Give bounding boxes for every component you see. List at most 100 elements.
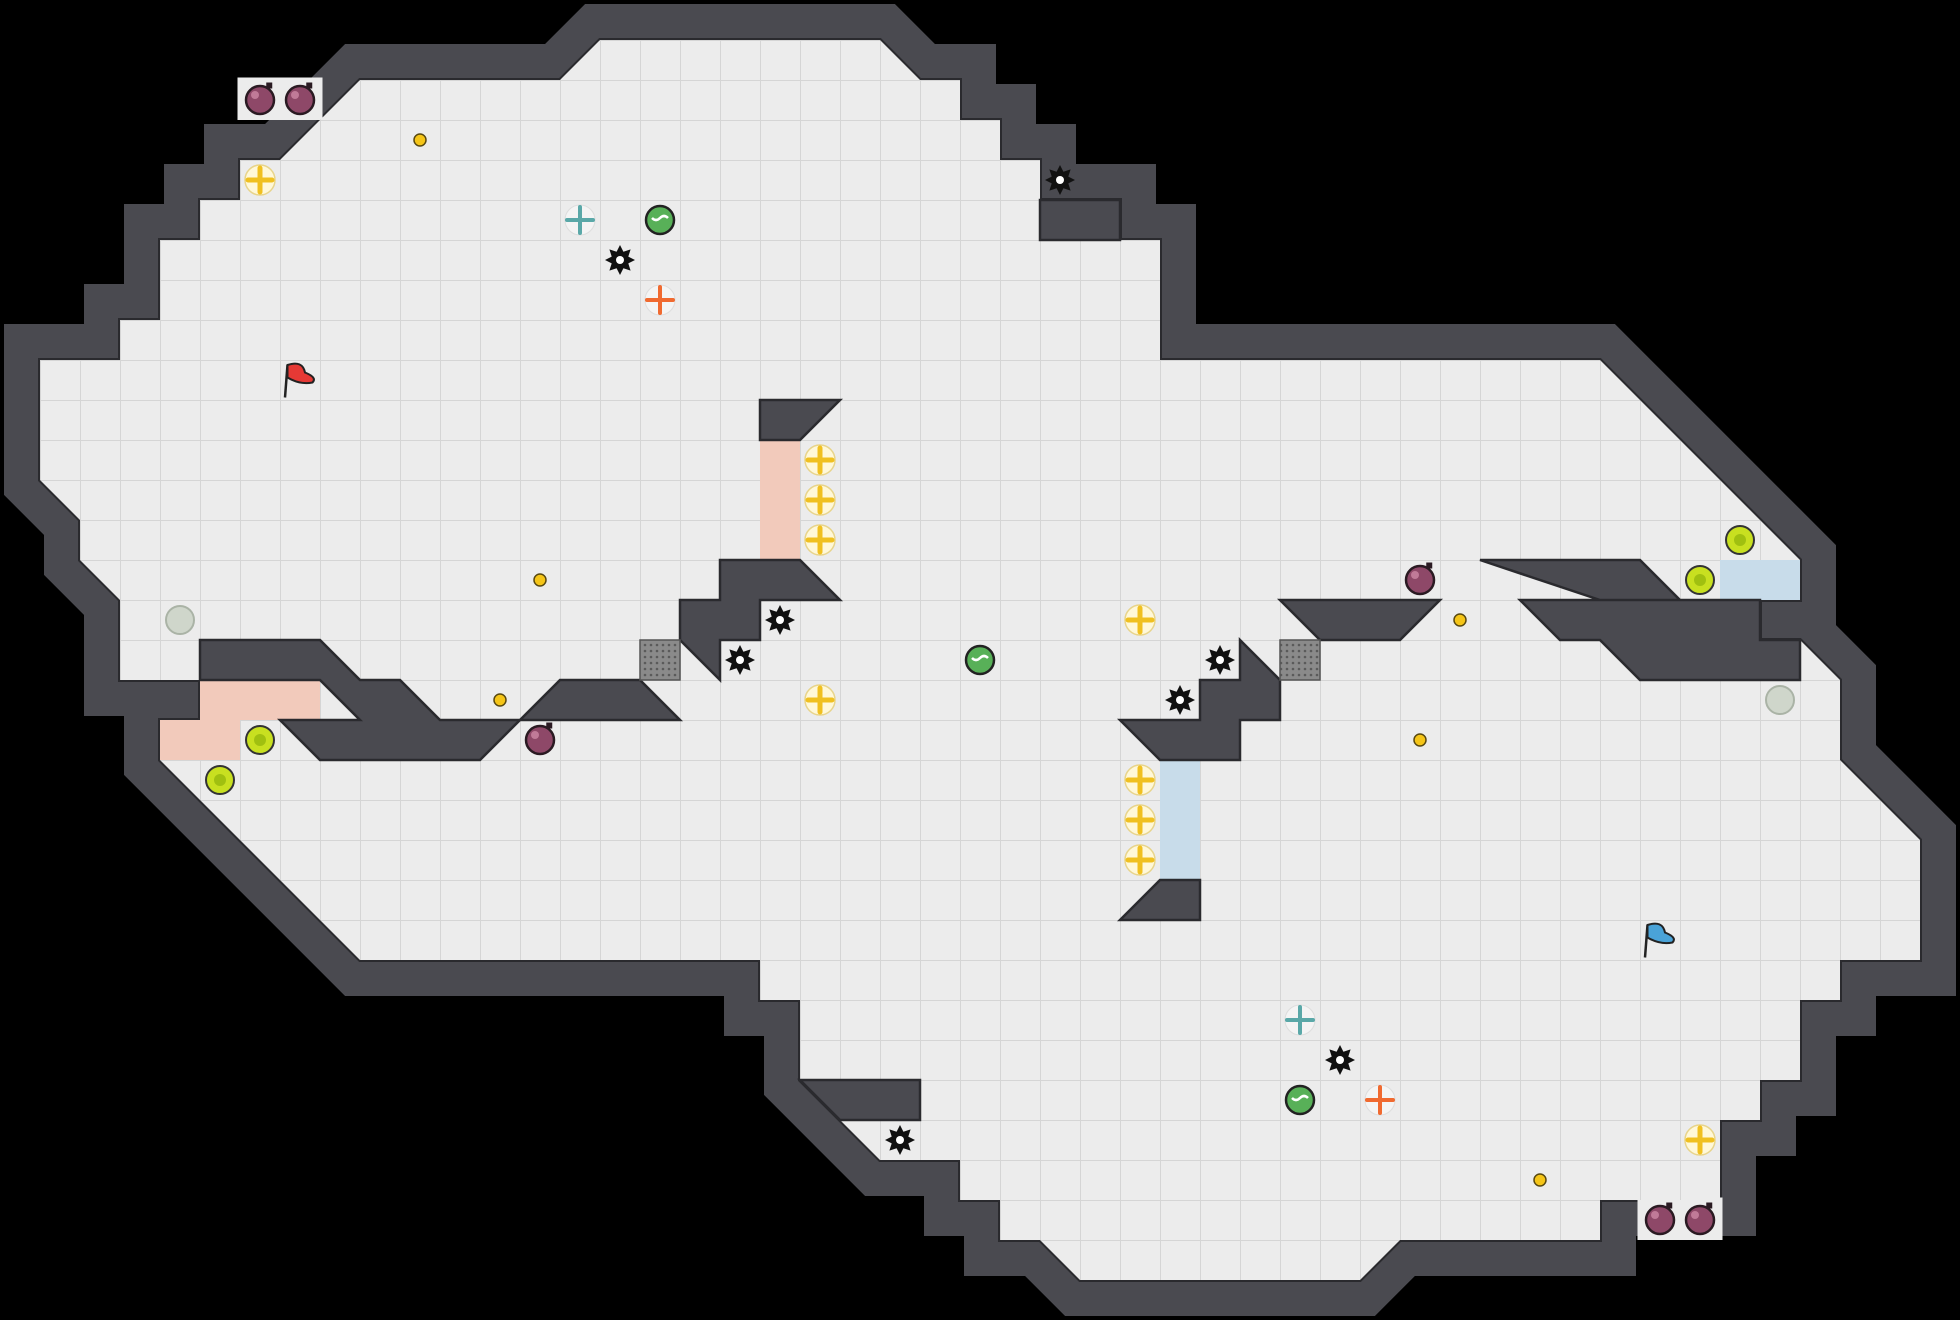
powerup-icon <box>1364 1084 1396 1116</box>
speed-cross <box>1125 605 1155 635</box>
bomb-icon <box>1404 562 1436 596</box>
speed-tile-icon <box>244 164 276 196</box>
inner-wall <box>796 1078 922 1122</box>
spike-core <box>736 656 744 664</box>
bomb-icon <box>524 722 556 756</box>
bomb-body <box>1404 564 1436 596</box>
portal-icon <box>165 605 195 635</box>
bomb-icon <box>284 82 316 116</box>
powerup-cross <box>1365 1085 1395 1115</box>
bomb-body <box>1644 1204 1676 1236</box>
spike-icon <box>885 1125 915 1155</box>
speed-cross <box>1125 765 1155 795</box>
bomb-body <box>524 724 556 756</box>
inner-wall <box>758 398 844 442</box>
speed-tile-icon <box>804 684 836 716</box>
jukejuice-wave <box>971 654 989 662</box>
spike-core <box>1336 1056 1344 1064</box>
spike-core <box>616 256 624 264</box>
bomb-shine <box>531 731 539 739</box>
bomb-fuse <box>1426 562 1433 569</box>
bomb-body <box>284 84 316 116</box>
inner-wall <box>678 558 844 684</box>
spike-core <box>1216 656 1224 664</box>
bomb-icon <box>1644 1202 1676 1236</box>
gate-icon <box>639 639 681 681</box>
speed-cross <box>245 165 275 195</box>
flag-cloth <box>286 362 315 385</box>
inner-wall <box>1479 558 1802 682</box>
powerup-cross <box>1285 1005 1315 1035</box>
bomb-fuse <box>546 722 553 729</box>
jukejuice-icon <box>964 644 996 676</box>
red-zone <box>200 680 320 720</box>
boost-core <box>214 774 226 786</box>
bomb-fuse <box>306 82 313 89</box>
spike-core <box>776 616 784 624</box>
pellet-icon <box>1453 613 1467 627</box>
spike-icon <box>765 605 795 635</box>
powerup-cross <box>645 285 675 315</box>
spike-icon <box>1325 1045 1355 1075</box>
boost-icon <box>1685 565 1715 595</box>
speed-tile-icon <box>1124 844 1156 876</box>
speed-tile-icon <box>804 444 836 476</box>
portal-icon <box>1765 685 1795 715</box>
pellet-icon <box>493 693 507 707</box>
red-flag-icon <box>283 362 315 398</box>
red-zone <box>160 720 240 760</box>
jukejuice-body <box>644 204 676 236</box>
jukejuice-wave <box>1291 1094 1309 1102</box>
bomb-fuse <box>266 82 273 89</box>
speed-tile-icon <box>1124 764 1156 796</box>
inner-wall <box>1116 878 1202 922</box>
speed-tile-icon <box>1684 1124 1716 1156</box>
jukejuice-icon <box>644 204 676 236</box>
jukejuice-body <box>964 644 996 676</box>
bomb-shine <box>1691 1211 1699 1219</box>
powerup-icon <box>644 284 676 316</box>
blue-zone <box>1160 760 1200 880</box>
powerup-icon <box>564 204 596 236</box>
powerup-cross <box>565 205 595 235</box>
spike-core <box>1176 696 1184 704</box>
speed-tile-icon <box>804 524 836 556</box>
speed-tile-icon <box>804 484 836 516</box>
inner-wall <box>516 678 684 722</box>
boost-icon <box>1725 525 1755 555</box>
powerup-icon <box>1284 1004 1316 1036</box>
red-zone <box>760 440 800 560</box>
boost-icon <box>205 765 235 795</box>
spike-icon <box>725 645 755 675</box>
inner-wall <box>1038 198 1122 242</box>
bomb-fuse <box>1666 1202 1673 1209</box>
spike-core <box>896 1136 904 1144</box>
blue-zone <box>1720 560 1800 600</box>
boost-core <box>1734 534 1746 546</box>
spike-icon <box>1045 165 1075 195</box>
jukejuice-body <box>1284 1084 1316 1116</box>
gate-icon <box>1279 639 1321 681</box>
bomb-icon <box>244 82 276 116</box>
team-zones <box>160 440 1800 880</box>
bomb-icon <box>1684 1202 1716 1236</box>
blue-flag-icon <box>1643 922 1675 958</box>
bomb-body <box>1684 1204 1716 1236</box>
inner-wall <box>198 638 524 762</box>
bomb-shine <box>291 91 299 99</box>
speed-cross <box>1125 845 1155 875</box>
flag-cloth <box>1646 922 1675 945</box>
speed-cross <box>805 685 835 715</box>
boost-icon <box>245 725 275 755</box>
jukejuice-icon <box>1284 1084 1316 1116</box>
bomb-shine <box>1411 571 1419 579</box>
spike-icon <box>1165 685 1195 715</box>
speed-cross <box>1125 805 1155 835</box>
speed-cross <box>805 445 835 475</box>
bomb-body <box>244 84 276 116</box>
inner-walls <box>198 198 1802 1122</box>
jukejuice-wave <box>651 214 669 222</box>
spike-core <box>1056 176 1064 184</box>
